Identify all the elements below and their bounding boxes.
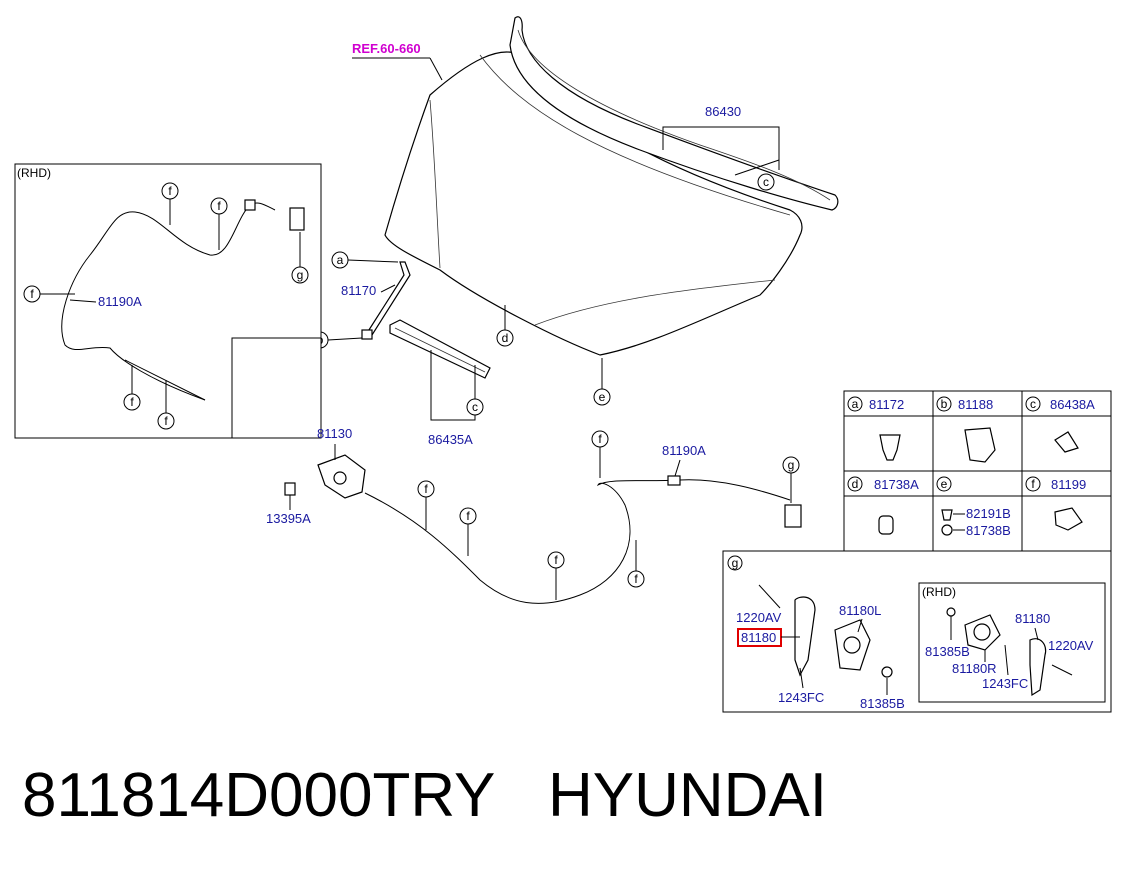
label-1243FC-rhd[interactable]: 1243FC <box>982 676 1028 691</box>
label-1220AV[interactable]: 1220AV <box>736 610 782 625</box>
label-81170[interactable]: 81170 <box>341 283 376 298</box>
legend-part-c[interactable]: 86438A <box>1050 397 1095 412</box>
legend-part-e2[interactable]: 81738B <box>966 523 1011 538</box>
brand-name: HYUNDAI <box>548 761 828 830</box>
hood-panel <box>384 16 839 356</box>
rhd-label-left: (RHD) <box>17 166 51 180</box>
legend-key-a: a <box>852 397 859 411</box>
callout-f-main-3: f <box>554 553 558 567</box>
callout-a: a <box>337 253 344 267</box>
stopper-82191B-icon <box>941 509 953 521</box>
callout-f-rhd-2: f <box>217 199 221 213</box>
callout-c-1: c <box>763 175 769 189</box>
clip-81199-icon <box>1054 507 1083 531</box>
label-81130[interactable]: 81130 <box>317 426 352 441</box>
callout-g-rhd: g <box>297 268 304 282</box>
label-86435A[interactable]: 86435A <box>428 432 473 447</box>
stopper-81738B-icon <box>941 524 953 536</box>
legend-part-b[interactable]: 81188 <box>958 397 993 412</box>
g-box-key: g <box>732 556 739 570</box>
hood-latch <box>284 454 366 499</box>
ref-label[interactable]: REF.60-660 <box>352 41 421 56</box>
label-13395A[interactable]: 13395A <box>266 511 311 526</box>
label-81385B-rhd[interactable]: 81385B <box>925 644 970 659</box>
release-handle-lhd <box>794 596 816 677</box>
callout-f-rhd-5: f <box>164 414 168 428</box>
legend-key-c: c <box>1030 397 1036 411</box>
callout-f-main-1: f <box>424 482 428 496</box>
footer <box>0 735 1126 872</box>
label-81190A-rhd[interactable]: 81190A <box>98 294 142 309</box>
hood-stay <box>361 261 411 340</box>
legend-key-f: f <box>1031 477 1035 491</box>
callout-g-main: g <box>788 458 795 472</box>
rhd-box-left <box>14 163 322 439</box>
callout-f-main-2: f <box>466 509 470 523</box>
label-81180-rhd[interactable]: 81180 <box>1015 611 1050 626</box>
label-1243FC[interactable]: 1243FC <box>778 690 824 705</box>
rhd-box-inner <box>918 582 1106 703</box>
parts-diagram: REF.60-660 86430 c d e a 81170 b c 86435… <box>14 16 1112 713</box>
label-86430[interactable]: 86430 <box>705 104 741 119</box>
label-81180-highlighted[interactable]: 81180 <box>741 630 776 645</box>
bumper-81738A-icon <box>878 515 894 535</box>
clip-81172-icon <box>879 434 901 461</box>
legend-part-f[interactable]: 81199 <box>1051 477 1086 492</box>
callout-e: e <box>599 390 606 404</box>
label-81385B[interactable]: 81385B <box>860 696 905 711</box>
clip-81188-icon <box>964 427 996 463</box>
clip-86438A-icon <box>1054 431 1079 453</box>
callout-d: d <box>502 331 509 345</box>
part-number: 811814D000TRY <box>22 761 496 830</box>
legend-part-a[interactable]: 81172 <box>869 397 904 412</box>
callout-c-2: c <box>472 400 478 414</box>
callout-f-rhd-3: f <box>30 287 34 301</box>
callout-f-rhd-4: f <box>130 395 134 409</box>
label-81190A-main[interactable]: 81190A <box>662 443 706 458</box>
bracket-86435A <box>389 319 491 379</box>
label-81180L[interactable]: 81180L <box>839 603 881 618</box>
g-box: g 1220AV 81180 81180L 1243FC 81385B (RHD… <box>722 550 1112 713</box>
legend-table: a 81172 b 81188 c 86438A d 81738A e 8219… <box>843 390 1112 552</box>
callout-f-main-4: f <box>634 572 638 586</box>
release-handle-rhd <box>1029 638 1047 697</box>
legend-part-d[interactable]: 81738A <box>874 477 919 492</box>
rhd-label-inner: (RHD) <box>922 585 956 599</box>
legend-key-e: e <box>941 477 948 491</box>
legend-key-b: b <box>941 397 948 411</box>
legend-part-e1[interactable]: 82191B <box>966 506 1011 521</box>
callout-f-rhd-1: f <box>168 184 172 198</box>
callout-f-main-5: f <box>598 432 602 446</box>
label-81180R[interactable]: 81180R <box>952 661 997 676</box>
label-1220AV-rhd[interactable]: 1220AV <box>1048 638 1094 653</box>
legend-key-d: d <box>852 477 859 491</box>
